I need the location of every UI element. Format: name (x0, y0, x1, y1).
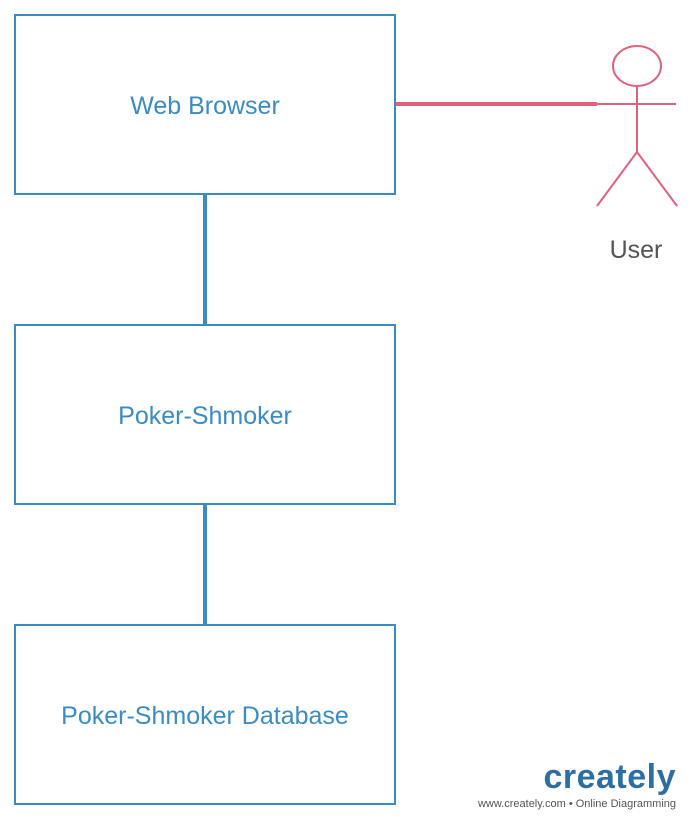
stick-figure-icon (596, 45, 678, 207)
node-poker-shmoker-database[interactable]: Poker-Shmoker Database (14, 624, 396, 805)
node-poker-shmoker-box (14, 324, 396, 505)
node-poker-shmoker-database-label: Poker-Shmoker Database (61, 702, 349, 730)
creately-tagline: www.creately.com • Online Diagramming (477, 798, 676, 810)
actor-user[interactable]: User (596, 45, 678, 264)
actor-user-label: User (610, 236, 663, 264)
creately-logo: creately (543, 758, 676, 796)
node-poker-shmoker-label: Poker-Shmoker (118, 402, 292, 430)
node-web-browser[interactable]: Web Browser (14, 14, 396, 195)
node-web-browser-box (14, 14, 396, 195)
creately-watermark: creately www.creately.com • Online Diagr… (478, 760, 676, 810)
node-web-browser-label: Web Browser (130, 92, 280, 120)
node-poker-shmoker[interactable]: Poker-Shmoker (14, 324, 396, 505)
node-poker-shmoker-database-box (14, 624, 396, 805)
